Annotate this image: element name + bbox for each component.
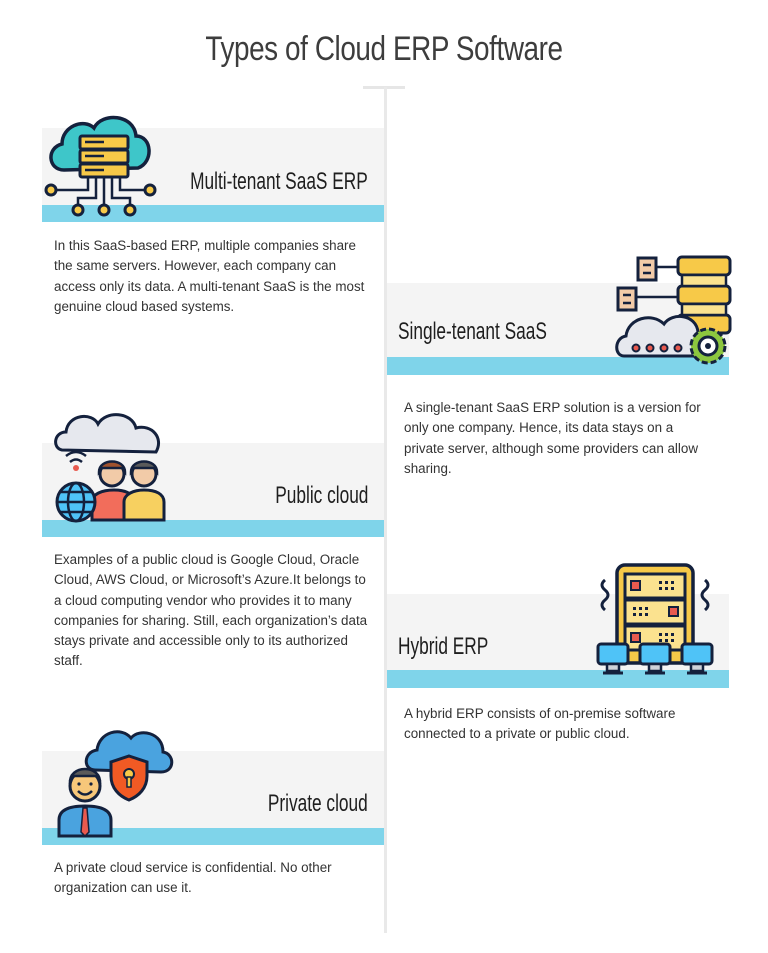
accent-stripe [387,670,729,688]
timeline-line [384,87,387,933]
accent-stripe [42,828,384,845]
cloud-server-gear-icon [615,255,732,365]
page-title: Types of Cloud ERP Software [205,30,563,68]
server-rack-computers-icon [596,563,714,675]
section-heading: Single-tenant SaaS [398,318,547,345]
accent-stripe [387,357,729,375]
section-heading: Multi-tenant SaaS ERP [190,168,368,195]
section-heading: Public cloud [274,482,368,509]
accent-stripe [42,520,384,537]
private-cloud-shield-user-icon [57,730,174,838]
section-heading: Private cloud [268,790,368,817]
section-description: Examples of a public cloud is Google Clo… [54,552,368,669]
section-description: A private cloud service is confidential.… [54,860,332,896]
public-cloud-users-icon [54,413,166,523]
cloud-server-network-icon [44,115,157,217]
section-description: A hybrid ERP consists of on-premise soft… [404,706,676,742]
section-description: A single-tenant SaaS ERP solution is a v… [404,400,701,476]
section-heading: Hybrid ERP [398,633,489,660]
section-description: In this SaaS-based ERP, multiple compani… [54,238,365,314]
